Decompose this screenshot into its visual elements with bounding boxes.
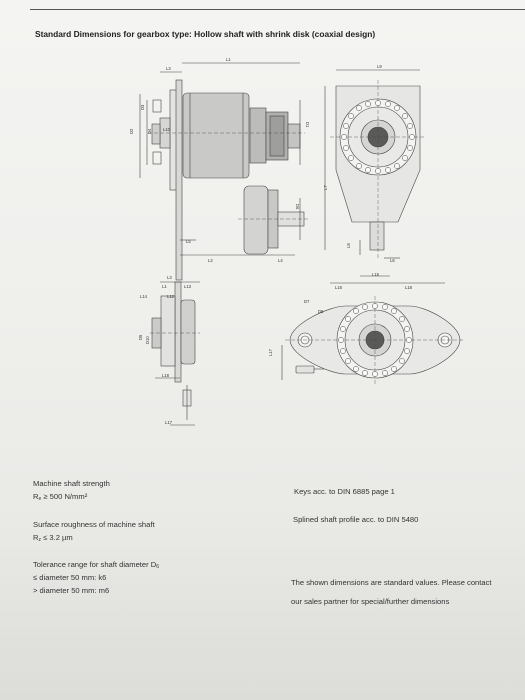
notice-line-1: The shown dimensions are standard values…	[291, 578, 492, 587]
svg-text:D5: D5	[138, 334, 143, 340]
svg-text:L9: L9	[377, 64, 382, 69]
tolerance-line-2: > diameter 50 mm: m6	[33, 586, 110, 595]
svg-text:L16: L16	[335, 285, 343, 290]
keys-standard: Keys acc. to DIN 6885 page 1	[294, 487, 395, 496]
tolerance-line-1: ≤ diameter 50 mm: k6	[33, 573, 107, 582]
svg-text:L13: L13	[184, 284, 192, 289]
svg-text:L15: L15	[372, 272, 380, 277]
svg-text:L8: L8	[346, 243, 351, 248]
svg-text:L5: L5	[186, 239, 191, 244]
svg-text:D8: D8	[318, 309, 324, 314]
svg-text:D3: D3	[140, 104, 145, 110]
dimension-labels: L1 L3 L10 L5 L2 L4 D2 D3 D4 D1 D6 L9 L7 …	[129, 57, 413, 425]
surface-roughness-value: Rz ≤ 3.2 µm	[33, 533, 73, 543]
machine-shaft-strength-value: Re ≥ 500 N/mm²	[33, 492, 88, 502]
tolerance-label: Tolerance range for shaft diameter D6	[33, 560, 160, 570]
notice-line-2: our sales partner for special/further di…	[291, 597, 450, 606]
surface-roughness-label: Surface roughness of machine shaft	[33, 520, 155, 529]
svg-text:L3: L3	[167, 275, 172, 280]
flange-view-bolt-ring	[338, 303, 412, 377]
svg-text:D1: D1	[305, 122, 310, 128]
svg-text:D7: D7	[304, 299, 310, 304]
svg-text:L4: L4	[278, 258, 283, 263]
svg-text:L2: L2	[208, 258, 213, 263]
machine-shaft-strength-label: Machine shaft strength	[33, 479, 110, 488]
svg-text:D6: D6	[295, 204, 300, 210]
gearbox-front-view	[324, 69, 426, 260]
svg-text:L14: L14	[140, 294, 148, 299]
svg-text:L7: L7	[323, 185, 328, 190]
svg-text:D4: D4	[147, 128, 152, 134]
svg-text:L18: L18	[162, 373, 170, 378]
svg-text:D10: D10	[145, 336, 150, 344]
output-shaft-view	[238, 185, 310, 255]
svg-text:D2: D2	[129, 128, 134, 134]
svg-text:L17: L17	[165, 420, 173, 425]
svg-text:L3: L3	[166, 66, 171, 71]
svg-text:L1: L1	[226, 57, 231, 62]
splined-shaft-standard: Splined shaft profile acc. to DIN 5480	[293, 515, 419, 524]
svg-text:L1: L1	[162, 284, 167, 289]
svg-text:L12: L12	[167, 294, 175, 299]
flange-side-view	[150, 281, 200, 426]
page-title: Standard Dimensions for gearbox type: Ho…	[35, 29, 376, 39]
flange-front-view	[281, 275, 465, 385]
svg-text:L6: L6	[390, 258, 395, 263]
svg-text:L10: L10	[163, 127, 171, 132]
front-view-bolt-ring	[341, 100, 415, 174]
svg-text:L18: L18	[405, 285, 413, 290]
header-rule	[30, 9, 525, 10]
gearbox-side-view	[139, 62, 305, 281]
svg-text:L17: L17	[268, 348, 273, 356]
